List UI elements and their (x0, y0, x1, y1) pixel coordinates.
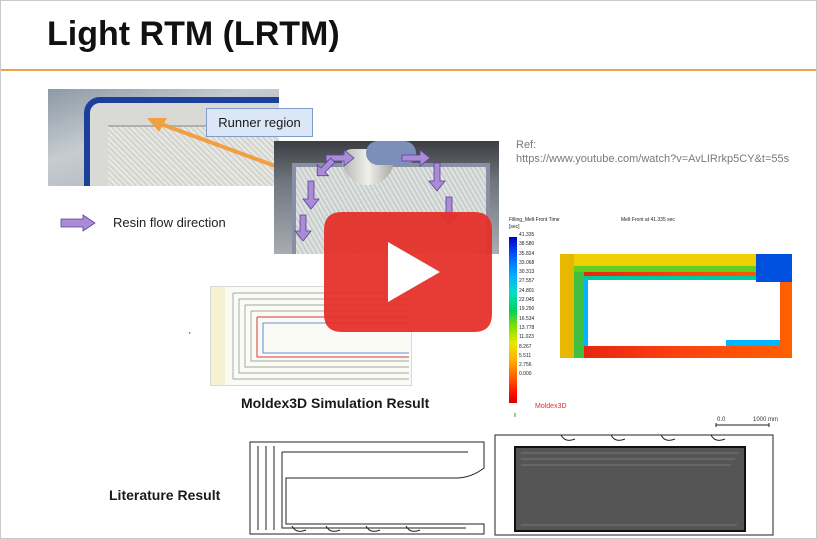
scale-tick-label: 0.000 (519, 371, 532, 378)
literature-image-left (246, 438, 491, 538)
scale-tick-label: 11.023 (519, 334, 534, 341)
video-play-button[interactable] (324, 212, 492, 332)
reference-link[interactable]: https://www.youtube.com/watch?v=AvLIRrkp… (516, 153, 790, 165)
simulation-caption: Moldex3D Simulation Result (241, 395, 430, 411)
plot-header-left: Filling_Melt Front Time (509, 217, 560, 223)
flow-direction-arrow-icon (60, 214, 96, 232)
injection-marker: ▸ (189, 330, 192, 335)
legend-label: Resin flow direction (113, 215, 226, 230)
melt-front-plot (556, 250, 796, 362)
plot-header-right: Melt Front at 41.335 sec (621, 217, 675, 223)
literature-image-right: 0.0 1000 mm (491, 417, 779, 538)
scale-tick-label: 13.778 (519, 324, 535, 331)
scale-tick-label: 38.580 (519, 241, 535, 248)
color-scale-ticks: 41.335 38.580 35.824 33.068 30.313 27.557 24.8… (519, 231, 534, 380)
literature-drawing-left (249, 441, 485, 535)
literature-drawing-right (491, 417, 779, 538)
color-scale-bar (509, 237, 517, 403)
scale-tick-label: 30.313 (519, 269, 535, 276)
reference-note: Ref: https://www.youtube.com/watch?v=AvL… (516, 138, 789, 166)
scale-tick-label: 5.511 (519, 352, 532, 359)
plot-header-unit: [sec] (509, 224, 520, 230)
scale-tick-label: 8.267 (519, 343, 532, 350)
play-icon[interactable] (324, 212, 492, 332)
scale-tick-label: 35.824 (519, 250, 535, 257)
reference-label: Ref: (516, 139, 537, 151)
literature-caption: Literature Result (109, 487, 221, 503)
flow-arrows-icon (294, 149, 458, 242)
moldex-logo: Moldex3D (535, 403, 567, 410)
melt-front-panel (504, 216, 801, 431)
scale-tick-label: 27.557 (519, 278, 535, 285)
scale-tick-label: 41.335 (519, 232, 535, 238)
scale-start-label: 0.0 (717, 417, 726, 423)
scale-tick-label: 16.534 (519, 315, 535, 322)
slide-title: Light RTM (LRTM) (47, 15, 340, 53)
scale-tick-label: 19.290 (519, 306, 535, 313)
scale-tick-label: 2.756 (519, 362, 532, 369)
scale-tick-label: 33.068 (519, 259, 535, 266)
scale-end-label: 1000 mm (753, 417, 779, 423)
runner-arrow-icon (147, 118, 287, 172)
title-divider (1, 69, 816, 71)
scale-tick-label: 22.045 (519, 297, 535, 304)
scale-tick-label: 24.801 (519, 287, 535, 294)
runner-region-callout: Runner region (206, 108, 313, 137)
